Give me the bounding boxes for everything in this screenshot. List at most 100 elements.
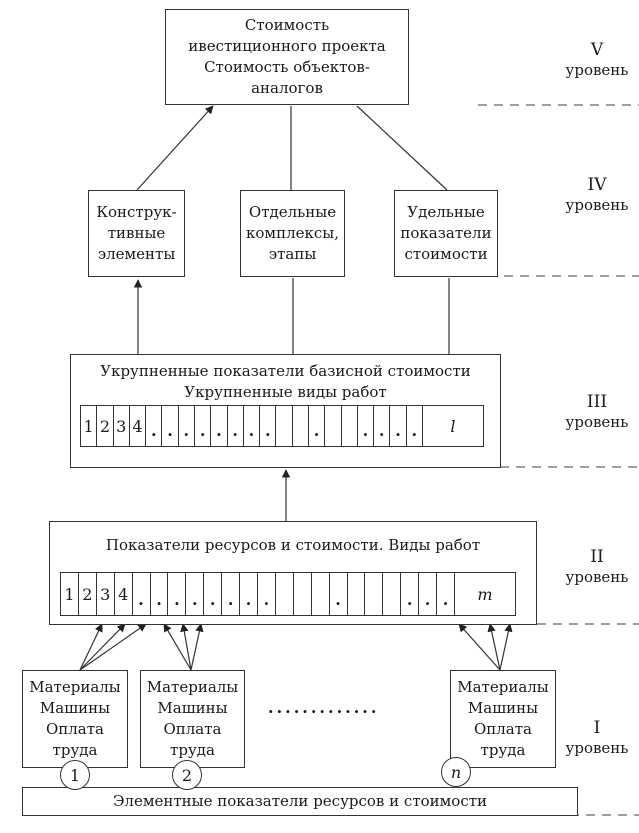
enlarged-work-type-cell: . xyxy=(358,406,375,446)
resource-box-1: Материалы Машины Оплата труда xyxy=(22,670,128,768)
level4-box1-line-1: Конструк- xyxy=(96,203,177,221)
work-type-cell: . xyxy=(401,573,420,615)
marker-circle-n: n xyxy=(441,757,471,787)
work-type-cell xyxy=(365,573,384,615)
enlarged-work-type-cell: . xyxy=(244,406,261,446)
enlarged-work-type-cell: . xyxy=(260,406,277,446)
res2-line-2: Машины xyxy=(157,699,228,717)
arrow-res1-cell4 xyxy=(79,623,126,671)
work-type-cell xyxy=(383,573,402,615)
arrow-res2-cell6 xyxy=(163,623,192,671)
work-type-cell: . xyxy=(437,573,455,615)
work-type-cell: . xyxy=(151,573,169,615)
enlarged-work-type-cell: . xyxy=(146,406,163,446)
resn-line-1: Материалы xyxy=(457,678,549,696)
level3-title-2: Укрупненные виды работ xyxy=(184,383,387,401)
work-type-cell: . xyxy=(204,573,223,615)
res2-line-1: Материалы xyxy=(146,678,239,696)
enlarged-work-type-cell: . xyxy=(309,406,326,446)
arrow-res1-cell3 xyxy=(79,623,103,671)
arrow-res2-cell8 xyxy=(190,623,204,671)
arrow-resn-cell-a xyxy=(458,623,501,671)
work-type-cell: . xyxy=(133,573,151,615)
enlarged-work-type-cell: 3 xyxy=(114,406,130,446)
arrow-resn-cell-c xyxy=(499,623,513,671)
level5-line-4: аналогов xyxy=(251,79,323,97)
level4-box2-line-1: Отдельные xyxy=(248,203,337,221)
level-1-numeral: I xyxy=(593,718,601,738)
level3-title-1: Укрупненные показатели базисной стоимост… xyxy=(100,362,471,380)
work-type-cell xyxy=(312,573,330,615)
res1-line-3: Оплата xyxy=(45,720,104,738)
level5-line-1: Стоимость xyxy=(244,16,330,34)
work-type-cell: . xyxy=(168,573,187,615)
work-type-cell: 3 xyxy=(97,573,115,615)
level-1-word: уровень xyxy=(565,739,629,757)
work-type-cell: . xyxy=(258,573,276,615)
line-specific-to-project xyxy=(356,105,448,191)
enlarged-work-type-cell xyxy=(276,406,293,446)
work-type-cell: 4 xyxy=(115,573,133,615)
enlarged-work-type-cell: 1 xyxy=(81,406,98,446)
resn-line-4: труда xyxy=(480,741,526,759)
work-type-cell xyxy=(294,573,312,615)
level-3-numeral: III xyxy=(586,392,608,412)
resource-box-n: Материалы Машины Оплата труда xyxy=(450,670,556,768)
separate-complexes-box: Отдельные комплексы, этапы xyxy=(240,190,345,277)
work-type-cell: . xyxy=(240,573,258,615)
level-2-word: уровень xyxy=(565,568,629,586)
level5-line-3: Стоимость объектов- xyxy=(204,58,370,76)
work-type-cell: 2 xyxy=(79,573,97,615)
level4-box1-line-3: элементы xyxy=(97,245,176,263)
enlarged-work-type-cell: . xyxy=(374,406,391,446)
enlarged-work-type-cell: . xyxy=(179,406,195,446)
level-4-word: уровень xyxy=(565,196,629,214)
work-type-cell: . xyxy=(222,573,241,615)
level-4-numeral: IV xyxy=(587,175,607,195)
enlarged-work-type-cell: . xyxy=(195,406,212,446)
level-label-1: I уровень xyxy=(562,718,632,758)
arrow-resn-cell-b xyxy=(487,623,501,671)
work-type-cell xyxy=(348,573,366,615)
investment-project-cost-box: Стоимость ивестиционного проекта Стоимос… xyxy=(165,9,409,105)
enlarged-work-type-cell xyxy=(325,406,342,446)
elemental-indicators-label: Элементные показатели ресурсов и стоимос… xyxy=(112,792,488,810)
enlarged-work-type-cell: l xyxy=(450,416,456,436)
level-3-word: уровень xyxy=(565,413,629,431)
marker-circle-2: 2 xyxy=(172,760,202,790)
work-type-cell: . xyxy=(419,573,438,615)
level4-box3-line-3: стоимости xyxy=(404,245,488,263)
level2-title: Показатели ресурсов и стоимости. Виды ра… xyxy=(105,536,481,554)
level-label-4: IV уровень xyxy=(562,175,632,215)
enlarged-work-type-cell xyxy=(342,406,358,446)
more-resource-boxes-ellipsis: ............. xyxy=(268,698,380,717)
res2-line-3: Оплата xyxy=(163,720,222,738)
res1-line-1: Материалы xyxy=(29,678,121,696)
work-type-cell: m xyxy=(477,584,493,604)
arrow-res2-cell7 xyxy=(180,623,192,671)
specific-cost-indicators-box: Удельные показатели стоимости xyxy=(394,190,498,277)
resn-line-2: Машины xyxy=(467,699,539,717)
enlarged-work-type-cell: 2 xyxy=(97,406,114,446)
constructive-elements-box: Конструк- тивные элементы xyxy=(88,190,185,277)
enlarged-work-type-cell: 4 xyxy=(130,406,147,446)
res2-line-4: труда xyxy=(170,741,215,759)
level-5-word: уровень xyxy=(565,61,629,79)
enlarged-work-type-cell: . xyxy=(390,406,407,446)
level4-box2-line-3: этапы xyxy=(268,245,317,263)
enlarged-work-type-cell: . xyxy=(162,406,179,446)
level4-box3-line-1: Удельные xyxy=(407,203,485,221)
enlarged-work-type-cell: . xyxy=(407,406,423,446)
elemental-indicators-box: Элементные показатели ресурсов и стоимос… xyxy=(22,787,578,816)
level-label-3: III уровень xyxy=(562,392,632,432)
level5-line-2: ивестиционного проекта xyxy=(188,37,386,55)
work-type-cell: . xyxy=(186,573,205,615)
marker-circle-1: 1 xyxy=(60,760,90,790)
res1-line-4: труда xyxy=(52,741,98,759)
level-label-2: II уровень xyxy=(562,547,632,587)
enlarged-work-type-cell: . xyxy=(228,406,244,446)
res1-line-2: Машины xyxy=(39,699,111,717)
